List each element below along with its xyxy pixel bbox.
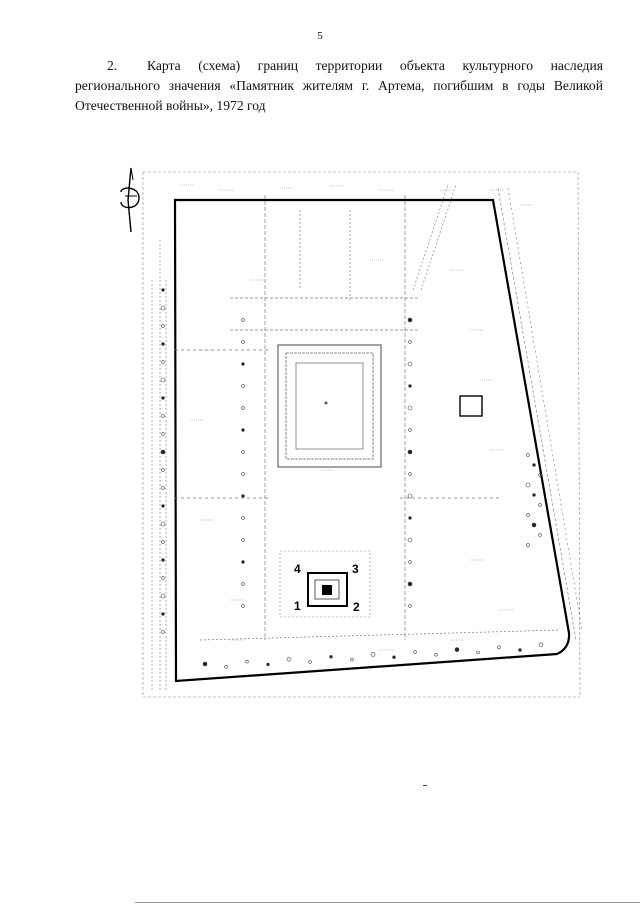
tree-mark [408, 428, 412, 432]
tree-mark [161, 414, 165, 418]
tree-mark [241, 472, 245, 476]
tree-mark [413, 650, 417, 654]
caption-text: Карта (схема) границ территории объекта … [75, 58, 603, 113]
tree-mark [531, 522, 537, 528]
tree-mark [408, 604, 412, 608]
tree-mark [241, 494, 245, 498]
tree-mark [241, 560, 245, 564]
tree-mark [161, 288, 165, 292]
tree-mark [161, 324, 165, 328]
monument-area [279, 550, 371, 618]
tree-mark [525, 482, 531, 488]
tree-mark [408, 472, 412, 476]
tree-mark [202, 661, 208, 667]
tree-mark [161, 612, 165, 616]
tree-marks [160, 288, 544, 669]
tree-mark [518, 648, 522, 652]
territory-boundary [173, 198, 571, 683]
tree-mark [161, 432, 165, 436]
left-survey-lines [151, 240, 167, 690]
tree-mark [392, 655, 396, 659]
page-number: 5 [317, 30, 323, 42]
tree-mark [454, 647, 460, 652]
tree-mark [476, 650, 480, 655]
tree-mark [538, 503, 542, 507]
tree-mark [161, 396, 165, 400]
corner-label-3: 3 [352, 562, 359, 576]
tree-mark [497, 645, 501, 649]
tree-mark [160, 449, 166, 455]
tree-mark [241, 340, 245, 344]
tree-mark [161, 468, 165, 472]
tree-mark [408, 384, 412, 388]
tree-mark [308, 660, 312, 664]
tree-mark [538, 642, 544, 648]
tree-mark [241, 538, 245, 542]
tree-mark [407, 361, 413, 367]
tree-mark [241, 582, 245, 586]
tree-mark [160, 377, 166, 383]
tree-mark [161, 486, 165, 490]
tree-mark [370, 652, 376, 657]
tree-mark [407, 449, 413, 455]
tree-mark [266, 662, 270, 667]
tree-mark [241, 318, 245, 322]
page-mark [423, 785, 427, 786]
tree-mark [434, 653, 438, 657]
tree-mark [224, 665, 228, 669]
tree-mark [350, 657, 354, 662]
tree-mark [538, 533, 542, 537]
tree-mark [241, 450, 245, 454]
tree-mark [407, 537, 413, 543]
tree-mark [245, 659, 249, 664]
tree-mark [160, 305, 166, 311]
tree-mark [532, 463, 536, 467]
survey-frame [142, 171, 581, 698]
central-square [277, 344, 382, 468]
tree-mark [532, 493, 536, 497]
north-arrow-icon [120, 167, 140, 233]
right-survey-lines [412, 184, 583, 641]
tree-mark [407, 405, 413, 411]
tree-mark [408, 516, 412, 520]
tree-mark [538, 473, 542, 477]
tree-mark [160, 593, 166, 599]
tree-mark [161, 630, 165, 634]
tree-mark [526, 513, 530, 517]
tree-mark [526, 543, 530, 547]
survey-ticks [180, 184, 534, 651]
small-building [459, 395, 483, 417]
corner-label-1: 1 [294, 599, 301, 613]
tree-mark [408, 560, 412, 564]
tree-mark [161, 576, 165, 580]
corner-label-2: 2 [353, 600, 360, 614]
caption-item-number: 2. [107, 58, 118, 73]
page-bottom-edge [135, 902, 640, 903]
tree-mark [161, 342, 165, 346]
tree-mark [407, 317, 413, 323]
tree-mark [241, 428, 245, 432]
tree-mark [407, 581, 413, 587]
tree-mark [408, 340, 412, 344]
alley-lines [175, 195, 561, 641]
tree-mark [161, 540, 165, 544]
tree-mark [241, 384, 245, 388]
tree-mark [241, 362, 245, 366]
tree-mark [160, 521, 166, 527]
tree-mark [286, 656, 292, 662]
tree-mark [241, 406, 245, 410]
map-caption: 2.Карта (схема) границ территории объект… [75, 56, 603, 116]
tree-mark [407, 493, 413, 499]
corner-label-4: 4 [294, 562, 301, 576]
tree-mark [241, 604, 245, 608]
tree-mark [241, 516, 245, 520]
tree-mark [161, 360, 165, 364]
tree-mark [161, 504, 165, 508]
tree-mark [329, 655, 333, 659]
tree-mark [526, 453, 530, 457]
tree-mark [161, 558, 165, 562]
